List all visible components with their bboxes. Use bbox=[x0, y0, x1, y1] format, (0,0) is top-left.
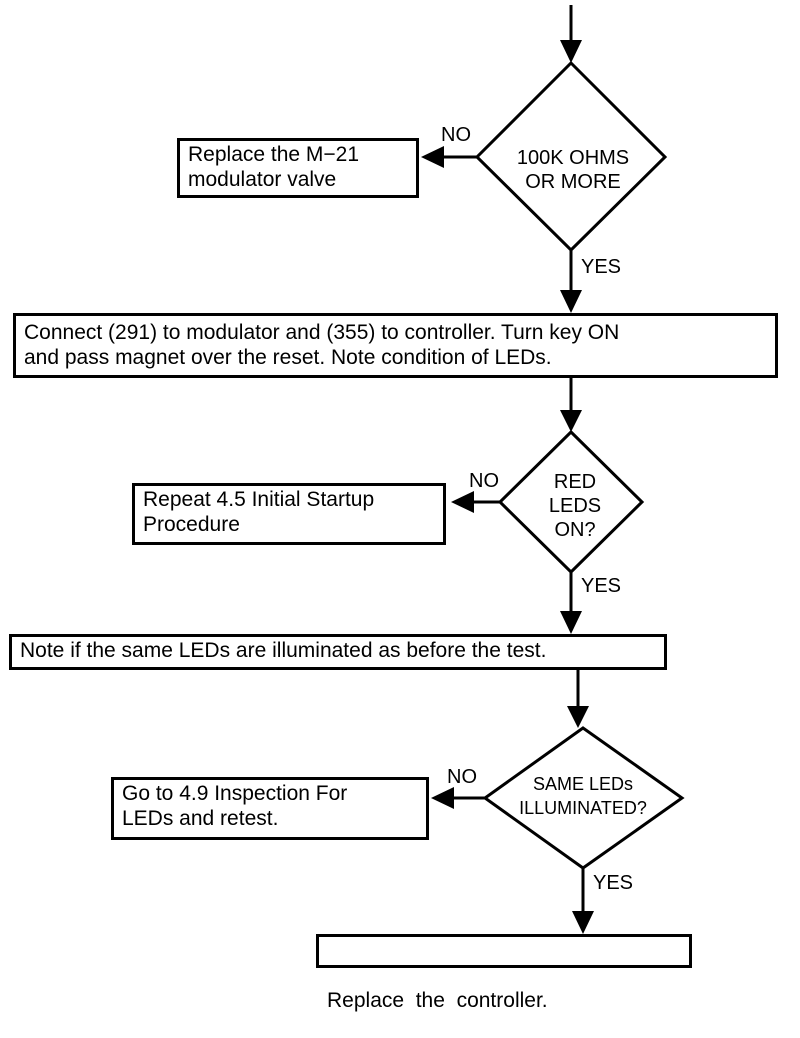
goto-line-1: Go to 4.9 Inspection For bbox=[122, 782, 348, 805]
decision-2-line-2: LEDS bbox=[548, 495, 602, 517]
decision-1-yes-label: YES bbox=[581, 256, 622, 278]
goto-line-2: LEDs and retest. bbox=[122, 807, 279, 830]
decision-1-text: 100K OHMS OR MORE bbox=[517, 146, 629, 194]
decision-2-yes-label: YES bbox=[581, 575, 622, 597]
decision-2-line-3: ON? bbox=[554, 519, 596, 541]
repeat-startup-box: Repeat 4.5 Initial Startup Procedure bbox=[132, 483, 446, 545]
repeat-line-1: Repeat 4.5 Initial Startup bbox=[143, 488, 375, 511]
decision-2-no-label: NO bbox=[469, 470, 499, 492]
decision-3-yes-label: YES bbox=[593, 872, 634, 894]
decision-3-yes-arrowhead bbox=[572, 911, 594, 934]
connect-line-1: Connect (291) to modulator and (355) to … bbox=[24, 321, 620, 344]
decision-3-line-1: SAME LEDs bbox=[532, 774, 634, 794]
decision-3-line-2: ILLUMINATED? bbox=[519, 798, 647, 818]
decision-3-no-arrowhead bbox=[431, 787, 454, 809]
replace-controller-line-1: Replace the controller. bbox=[327, 989, 548, 1012]
goto-inspection-box: Go to 4.9 Inspection For LEDs and retest… bbox=[111, 777, 429, 840]
flowchart-connectors bbox=[421, 5, 685, 934]
note-leds-box: Note if the same LEDs are illuminated as… bbox=[9, 634, 667, 670]
decision-1-line-2: OR MORE bbox=[525, 171, 621, 193]
repeat-line-2: Procedure bbox=[143, 513, 240, 536]
decision-3-no-label: NO bbox=[447, 766, 477, 788]
decision-2-no-arrowhead bbox=[451, 491, 474, 513]
decision-2-line-1: RED bbox=[553, 471, 597, 493]
decision-2-text: RED LEDS ON? bbox=[549, 470, 601, 542]
decision-1-yes-arrowhead bbox=[560, 290, 582, 313]
decision-3-text: SAME LEDs ILLUMINATED? bbox=[519, 772, 647, 820]
connect-box: Connect (291) to modulator and (355) to … bbox=[13, 313, 778, 378]
decision-1-line-1: 100K OHMS bbox=[516, 147, 630, 169]
note-line-1: Note if the same LEDs are illuminated as… bbox=[20, 639, 547, 662]
decision-3-arrowhead bbox=[567, 706, 589, 728]
decision-1-no-arrowhead bbox=[421, 146, 444, 168]
entry-arrowhead bbox=[560, 40, 582, 63]
decision-1-no-label: NO bbox=[441, 124, 471, 146]
replace-valve-line-1: Replace the M−21 bbox=[188, 143, 360, 166]
decision-2-arrowhead bbox=[560, 410, 582, 432]
decision-2-yes-arrowhead bbox=[560, 611, 582, 634]
replace-valve-box: Replace the M−21 modulator valve bbox=[177, 138, 419, 198]
replace-controller-box: Replace the controller. bbox=[316, 934, 692, 1012]
connect-line-2: and pass magnet over the reset. Note con… bbox=[24, 346, 552, 369]
replace-valve-line-2: modulator valve bbox=[188, 168, 337, 191]
